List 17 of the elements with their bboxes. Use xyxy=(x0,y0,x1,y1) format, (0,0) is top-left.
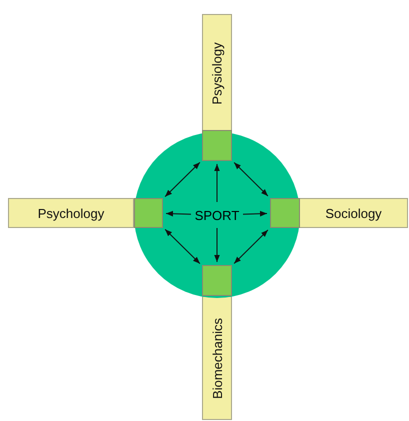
arrow xyxy=(164,162,200,198)
arrow xyxy=(234,162,268,196)
arrow xyxy=(234,230,268,264)
discipline-label: Psychology xyxy=(38,206,104,220)
center-label: SPORT xyxy=(194,205,240,225)
discipline-bar xyxy=(202,14,232,132)
arrow xyxy=(164,228,200,264)
arrow xyxy=(242,210,268,216)
discipline-bar xyxy=(202,296,232,420)
discipline-bar xyxy=(8,198,134,228)
arrow xyxy=(214,228,220,262)
discipline-label: Biomechanics xyxy=(210,318,224,398)
discipline-label: Psysiology xyxy=(210,42,224,104)
arrow xyxy=(166,210,192,216)
discipline-label: Sociology xyxy=(325,206,382,220)
discipline-bar xyxy=(299,198,408,228)
arrow xyxy=(214,164,220,202)
